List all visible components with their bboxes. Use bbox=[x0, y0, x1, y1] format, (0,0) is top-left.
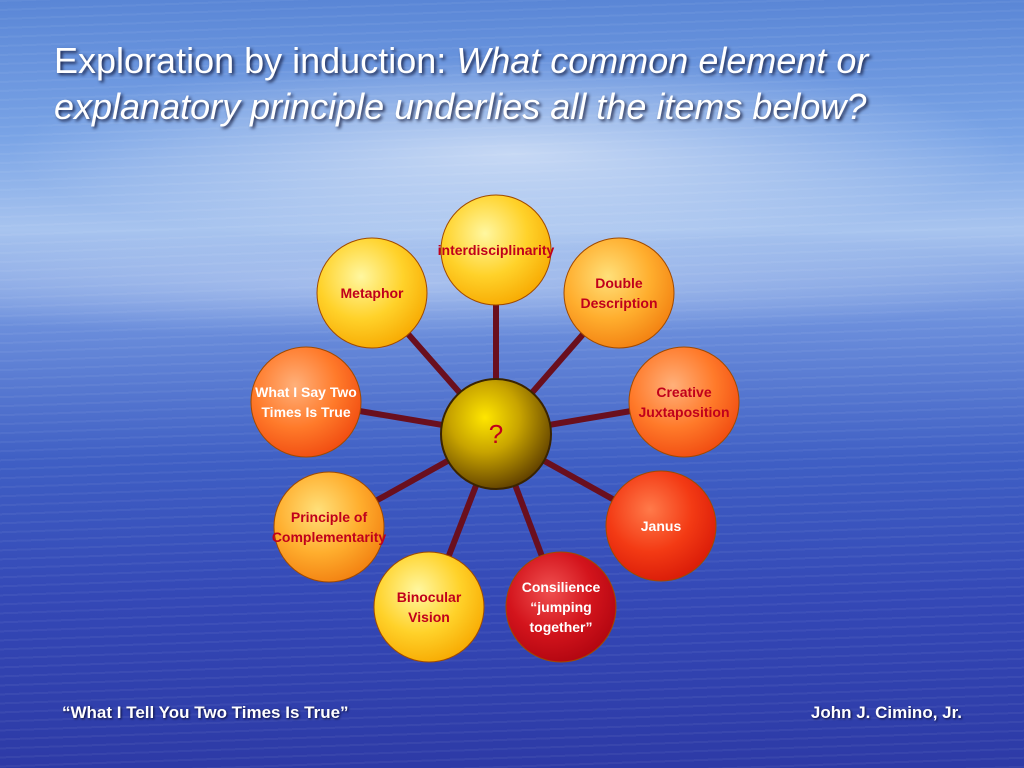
node-label-interdisciplinarity: interdisciplinarity bbox=[438, 242, 555, 258]
node-label-creative-juxtaposition: Creative bbox=[656, 384, 711, 400]
node-label-what-i-say-two-times: Times Is True bbox=[261, 404, 350, 420]
node-label-binocular-vision: Vision bbox=[408, 609, 450, 625]
node-circle-interdisciplinarity bbox=[440, 194, 552, 306]
nodes: interdisciplinarityDoubleDescriptionCrea… bbox=[250, 194, 740, 663]
node-metaphor: Metaphor bbox=[316, 237, 428, 349]
node-circle-double-description bbox=[563, 237, 675, 349]
hub-label: ? bbox=[489, 419, 503, 449]
node-label-janus: Janus bbox=[641, 518, 682, 534]
node-label-principle-of-complementarity: Complementarity bbox=[272, 529, 387, 545]
node-consilience: Consilience “jumping together” bbox=[505, 551, 617, 663]
slide-title: Exploration by induction: What common el… bbox=[54, 38, 994, 130]
hub-circle bbox=[440, 378, 552, 490]
hub: ? bbox=[440, 378, 552, 490]
node-label-principle-of-complementarity: Principle of bbox=[291, 509, 368, 525]
node-label-double-description: Double bbox=[595, 275, 643, 291]
node-circle-principle-of-complementarity bbox=[273, 471, 385, 583]
title-lead: Exploration by induction: bbox=[54, 40, 457, 81]
node-label-metaphor: Metaphor bbox=[341, 285, 405, 301]
footer-quote: “What I Tell You Two Times Is True” bbox=[62, 703, 349, 722]
title-question: What common element or explanatory princ… bbox=[54, 40, 869, 127]
node-circle-janus bbox=[605, 470, 717, 582]
footer-author: John J. Cimino, Jr. bbox=[810, 703, 962, 722]
node-label-consilience: Consilience bbox=[522, 579, 601, 595]
node-circle-metaphor bbox=[316, 237, 428, 349]
node-label-binocular-vision: Binocular bbox=[397, 589, 462, 605]
node-janus: Janus bbox=[605, 470, 717, 582]
node-label-double-description: Description bbox=[580, 295, 657, 311]
node-circle-creative-juxtaposition bbox=[628, 346, 740, 458]
node-label-creative-juxtaposition: Juxtaposition bbox=[638, 404, 729, 420]
node-circle-consilience bbox=[505, 551, 617, 663]
node-label-what-i-say-two-times: What I Say Two bbox=[255, 384, 357, 400]
node-circle-what-i-say-two-times bbox=[250, 346, 362, 458]
node-circle-binocular-vision bbox=[373, 551, 485, 663]
node-label-consilience: together” bbox=[530, 619, 593, 635]
node-label-consilience: “jumping bbox=[530, 599, 591, 615]
node-principle-of-complementarity: Principle of Complementarity bbox=[272, 471, 387, 583]
node-interdisciplinarity: interdisciplinarity bbox=[438, 194, 555, 306]
